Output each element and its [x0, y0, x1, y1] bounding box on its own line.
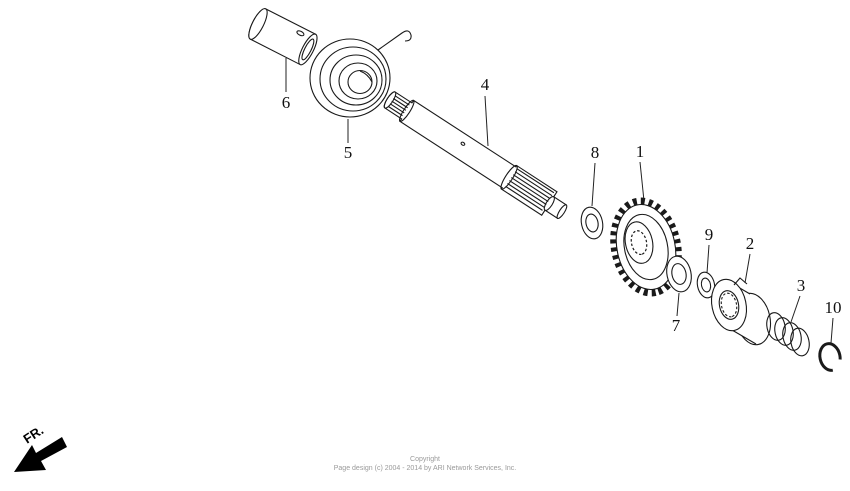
- part-2-ratchet: [710, 277, 772, 346]
- leader-line-7: [676, 292, 680, 317]
- copyright-line-1: Copyright: [410, 456, 440, 463]
- part-9-washer: [696, 271, 716, 299]
- leader-lines: [285, 58, 834, 344]
- part-3-spring: [766, 312, 810, 357]
- spring-hook: [377, 30, 412, 51]
- leader-line-4: [484, 95, 489, 147]
- part-7-washer: [666, 255, 692, 293]
- part-5-spring: [309, 30, 412, 118]
- leader-line-1: [639, 161, 645, 202]
- copyright-line-2: Page design (c) 2004 - 2014 by ARI Netwo…: [334, 465, 517, 472]
- part-label-9[interactable]: 9: [705, 225, 714, 244]
- part-10-snap-ring: [818, 342, 842, 372]
- leader-line-3: [790, 295, 801, 323]
- part-label-10[interactable]: 10: [825, 298, 842, 317]
- leader-line-2: [744, 253, 751, 284]
- gear-spline-bore: [630, 230, 648, 256]
- part-label-3[interactable]: 3: [797, 276, 806, 295]
- ratchet-spline-bore: [720, 292, 738, 318]
- leader-line-9: [706, 244, 710, 274]
- part-label-1[interactable]: 1: [636, 142, 645, 161]
- part-label-8[interactable]: 8: [591, 143, 600, 162]
- part-4-shaft: [383, 91, 568, 220]
- part-8-washer: [580, 206, 604, 240]
- fr-text: FR.: [20, 423, 46, 447]
- part-6-collar: [248, 8, 318, 66]
- fr-indicator: FR.: [14, 423, 67, 472]
- part-label-6[interactable]: 6: [282, 93, 291, 112]
- part-label-2[interactable]: 2: [746, 234, 755, 253]
- part-label-4[interactable]: 4: [481, 75, 490, 94]
- part-label-5[interactable]: 5: [344, 143, 353, 162]
- shaft-oil-hole: [460, 141, 466, 146]
- leader-line-8: [591, 162, 596, 207]
- fr-arrow-icon: [14, 437, 67, 472]
- part-label-7[interactable]: 7: [672, 316, 681, 335]
- shaft-left-splines: [387, 95, 410, 117]
- shaft-right-splines: [505, 168, 555, 211]
- leader-line-10: [830, 317, 834, 344]
